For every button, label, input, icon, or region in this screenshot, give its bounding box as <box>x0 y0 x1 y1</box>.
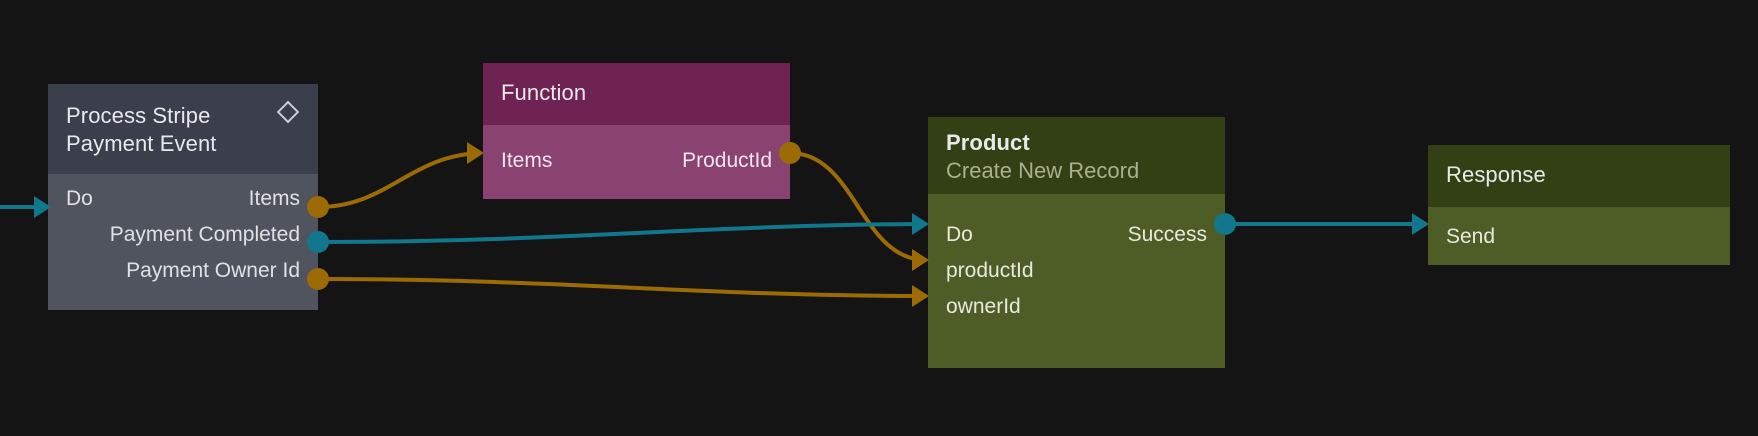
port-label-success[interactable]: Success <box>1127 222 1207 246</box>
port-row[interactable]: Do Items <box>48 180 318 216</box>
node-response[interactable]: Response Send <box>1428 145 1730 265</box>
port-arrow-product-ownerid[interactable] <box>912 285 929 307</box>
node-product-create-new-record[interactable]: Product Create New Record Do Success pro… <box>928 117 1225 368</box>
port-label-ownerid[interactable]: ownerId <box>946 294 1021 318</box>
port-label-productid[interactable]: productId <box>946 258 1034 282</box>
port-label-items[interactable]: Items <box>248 186 300 210</box>
node-function[interactable]: Function Items ProductId <box>483 63 790 199</box>
port-label-productid[interactable]: ProductId <box>682 148 772 172</box>
port-arrow-function-items[interactable] <box>467 142 484 164</box>
port-row[interactable]: ownerId <box>928 288 1225 324</box>
wire-items-to-function-items <box>317 151 482 209</box>
node-process-stripe-payment-event[interactable]: Process Stripe Payment Event Do Items Pa… <box>48 84 318 310</box>
port-label-payment-completed[interactable]: Payment Completed <box>109 222 300 246</box>
diamond-icon <box>276 100 300 124</box>
port-arrow-product-productid[interactable] <box>912 249 929 271</box>
wire-productid-to-product-productid <box>789 151 927 262</box>
wire-payment-completed-to-product-do <box>317 222 927 244</box>
node-title: Function <box>501 80 587 105</box>
node-body[interactable]: Do Items Payment Completed Payment Owner… <box>48 174 318 310</box>
port-row[interactable]: Do Success <box>928 216 1225 252</box>
port-arrow-response-send[interactable] <box>1412 213 1429 235</box>
port-row[interactable]: Payment Completed <box>48 216 318 252</box>
port-row[interactable]: Payment Owner Id <box>48 252 318 288</box>
node-body[interactable]: Send <box>1428 207 1730 265</box>
node-header[interactable]: Function <box>483 63 790 125</box>
node-header[interactable]: Response <box>1428 145 1730 207</box>
port-row[interactable]: Items ProductId <box>483 142 790 178</box>
port-label-do[interactable]: Do <box>66 186 93 210</box>
node-header[interactable]: Product Create New Record <box>928 117 1225 194</box>
node-title: Product <box>946 130 1030 155</box>
node-title: Response <box>1446 162 1546 187</box>
port-label-send[interactable]: Send <box>1446 224 1496 248</box>
wire-payment-owner-id-to-product-ownerid <box>317 277 927 298</box>
port-label-payment-owner-id[interactable]: Payment Owner Id <box>126 258 300 282</box>
node-body[interactable]: Do Success productId ownerId <box>928 194 1225 368</box>
port-arrow-product-do[interactable] <box>912 213 929 235</box>
node-title: Process Stripe Payment Event <box>66 103 217 156</box>
port-label-items[interactable]: Items <box>501 148 553 172</box>
node-header[interactable]: Process Stripe Payment Event <box>48 84 318 174</box>
node-body[interactable]: Items ProductId <box>483 125 790 199</box>
port-row[interactable]: Send <box>1428 218 1730 254</box>
node-subtitle: Create New Record <box>946 158 1140 183</box>
port-row[interactable]: productId <box>928 252 1225 288</box>
port-label-do[interactable]: Do <box>946 222 973 246</box>
